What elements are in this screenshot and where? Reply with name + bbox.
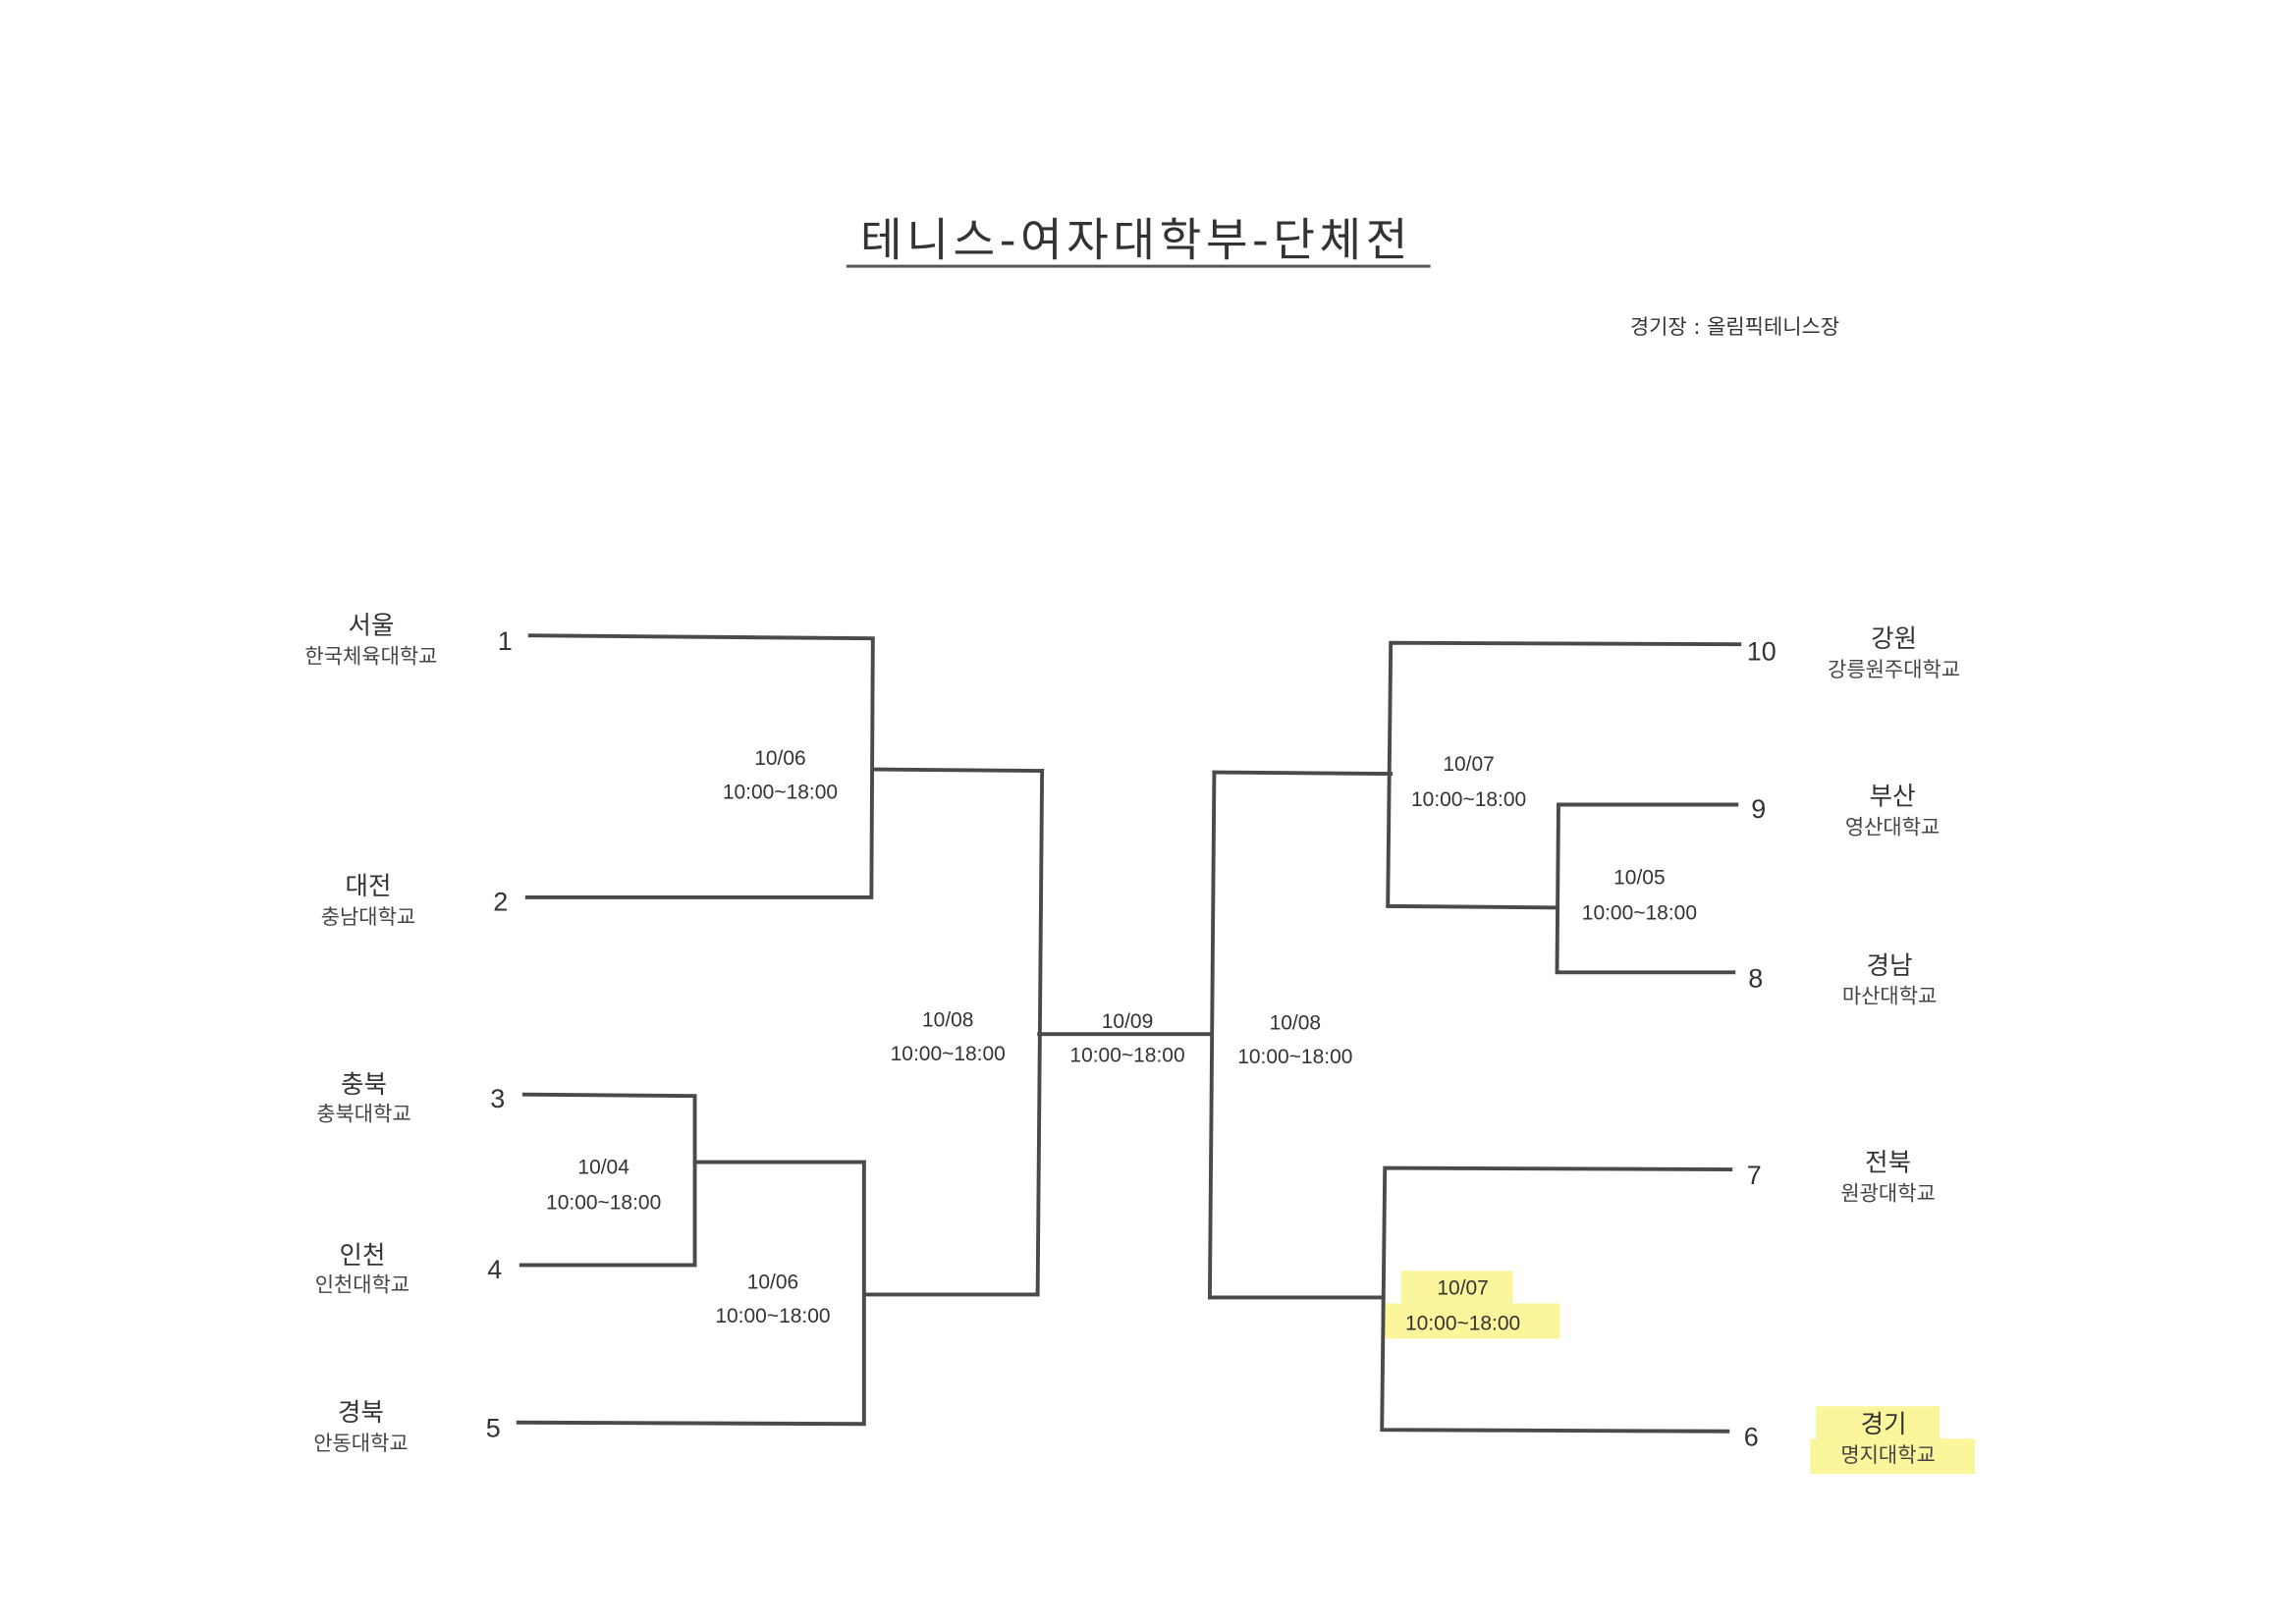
team-busan: 부산 영산대학교	[1845, 783, 1940, 839]
team-region: 강원	[1871, 624, 1917, 654]
team-school: 충북대학교	[316, 1103, 410, 1126]
match-10-98: 10/07 10:00~18:00	[1411, 753, 1526, 811]
left-bracket-lines	[516, 633, 1214, 1427]
team-region: 경남	[1867, 951, 1913, 981]
match-time: 10:00~18:00	[546, 1192, 661, 1215]
seed-number: 10	[1747, 637, 1777, 667]
team-daejeon: 대전 충남대학교	[321, 872, 415, 929]
match-time: 10:00~18:00	[1069, 1045, 1184, 1067]
team-school: 원광대학교	[1840, 1182, 1935, 1206]
highlight-marker	[1383, 1303, 1560, 1339]
bracket-line	[1212, 770, 1394, 777]
team-school: 명지대학교	[1840, 1443, 1935, 1467]
match-time: 10:00~18:00	[723, 782, 838, 804]
match-date: 10/08	[1270, 1012, 1321, 1035]
bracket-line	[1207, 770, 1217, 1300]
bracket-line-5	[516, 1160, 866, 1427]
match-date: 10/07	[1437, 1276, 1488, 1299]
match-time: 10:00~18:00	[715, 1305, 830, 1327]
team-region: 인천	[340, 1241, 386, 1271]
match-time: 10:00~18:00	[1405, 1312, 1520, 1334]
team-incheon: 인천 인천대학교	[315, 1241, 410, 1296]
match-final: 10/09 10:00~18:00	[1069, 1010, 1184, 1066]
team-region: 충북	[341, 1070, 387, 1100]
team-region: 경기	[1861, 1410, 1907, 1439]
match-date: 10/06	[754, 747, 805, 770]
bracket-line-9-8	[1555, 802, 1739, 975]
seed-number: 5	[486, 1414, 501, 1443]
team-school: 마산대학교	[1842, 985, 1937, 1008]
team-school: 안동대학교	[313, 1432, 408, 1455]
team-region: 부산	[1870, 783, 1916, 812]
venue-label: 경기장 : 올림픽테니스장	[1630, 315, 1839, 339]
match-date: 10/04	[577, 1157, 629, 1179]
team-jeonbuk: 전북 원광대학교	[1840, 1149, 1935, 1206]
team-region: 경북	[338, 1398, 384, 1428]
team-gyeongbuk: 경북 안동대학교	[313, 1398, 408, 1455]
match-date: 10/07	[1443, 753, 1494, 776]
right-bracket-lines	[1207, 640, 1742, 1434]
bracket-line	[870, 767, 1045, 774]
seed-number: 8	[1748, 963, 1763, 993]
team-gangwon: 강원 강릉원주대학교	[1828, 624, 1960, 681]
team-school: 강릉원주대학교	[1828, 658, 1960, 681]
seed-number: 9	[1751, 794, 1766, 824]
match-1-2: 10/06 10:00~18:00	[723, 747, 838, 803]
team-region: 대전	[346, 872, 392, 901]
bracket-line-7-6	[1380, 1165, 1733, 1434]
match-time: 10:00~18:00	[1582, 901, 1697, 924]
highlight-marker	[1400, 1271, 1513, 1304]
bracket-line-3-4	[519, 1092, 697, 1268]
match-time: 10:00~18:00	[1237, 1046, 1352, 1068]
match-time: 10:00~18:00	[1411, 788, 1526, 811]
team-school: 영산대학교	[1845, 815, 1940, 839]
team-seoul: 서울 한국체육대학교	[304, 612, 437, 669]
highlight-marker	[1816, 1406, 1941, 1442]
seed-number: 7	[1747, 1161, 1762, 1190]
team-school: 인천대학교	[315, 1272, 410, 1296]
seed-number: 6	[1744, 1423, 1759, 1452]
team-gyeongnam: 경남 마산대학교	[1842, 951, 1937, 1008]
page-title: 테니스-여자대학부-단체전	[860, 214, 1412, 267]
seed-number: 3	[490, 1084, 505, 1113]
seed-number: 1	[498, 626, 513, 656]
team-region: 전북	[1865, 1149, 1911, 1178]
match-left-semi: 10/08 10:00~18:00	[891, 1009, 1006, 1065]
seed-number: 2	[493, 887, 508, 916]
match-3-4: 10/04 10:00~18:00	[546, 1157, 661, 1215]
bracket-line-1-2	[524, 633, 875, 899]
match-time: 10:00~18:00	[891, 1043, 1006, 1065]
bracket-line-10	[1386, 640, 1742, 910]
team-school: 한국체육대학교	[304, 645, 437, 669]
match-7-6: 10/07 10:00~18:00	[1405, 1276, 1520, 1334]
team-gyeonggi: 경기 명지대학교	[1840, 1410, 1935, 1467]
match-date: 10/09	[1102, 1010, 1153, 1033]
team-school: 충남대학교	[321, 905, 415, 929]
match-right-semi: 10/08 10:00~18:00	[1237, 1012, 1352, 1068]
seed-number: 4	[487, 1255, 502, 1284]
match-date: 10/05	[1613, 866, 1665, 889]
match-9-8: 10/05 10:00~18:00	[1582, 866, 1697, 924]
highlight-marker	[1810, 1438, 1975, 1475]
team-chungbuk: 충북 충북대학교	[316, 1070, 410, 1125]
team-region: 서울	[349, 612, 395, 641]
match-34-5: 10/06 10:00~18:00	[715, 1271, 830, 1326]
match-date: 10/06	[747, 1271, 798, 1293]
match-date: 10/08	[922, 1009, 973, 1032]
